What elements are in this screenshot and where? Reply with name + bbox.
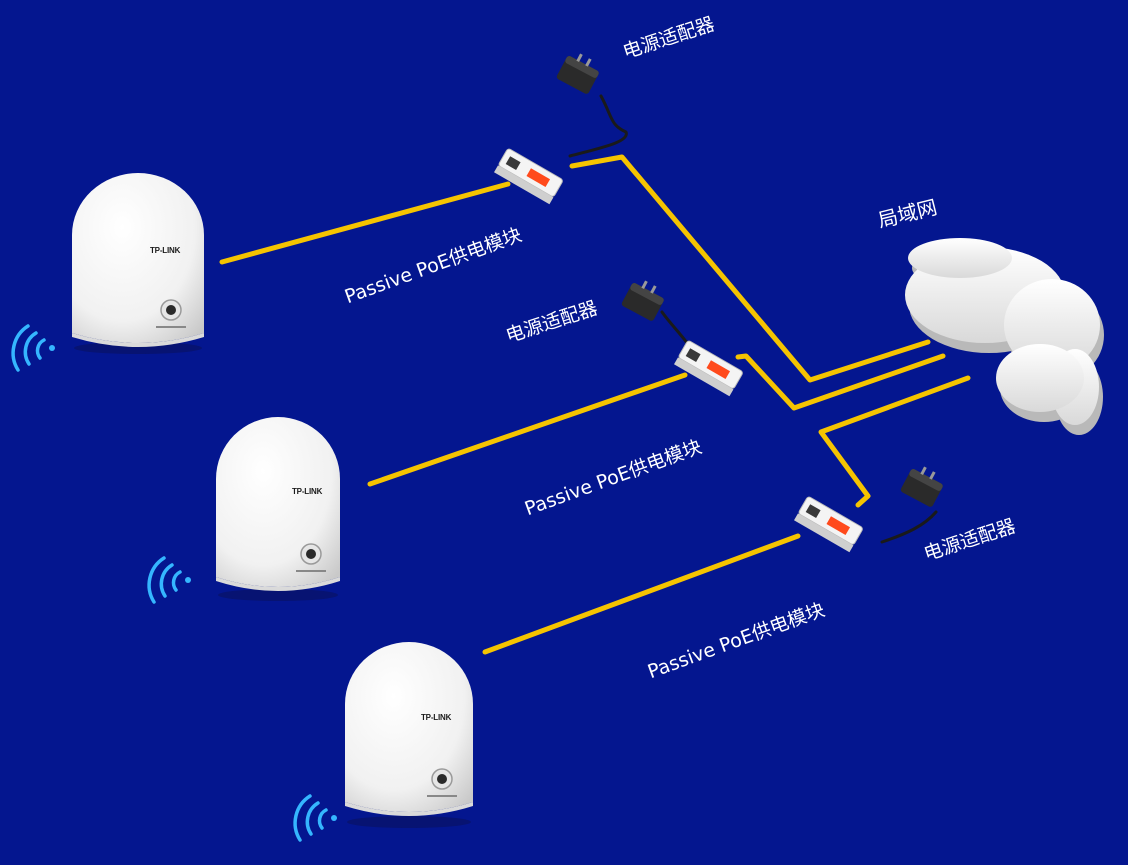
cable-ap2-to-injector2 [367,372,688,487]
cable-injector1-to-lan [569,154,931,383]
wifi-signal-icon-2 [147,556,191,604]
poe-injector-icon-3 [794,496,863,553]
power-adapter-icon-2 [621,280,664,321]
power-cord-1 [568,94,628,158]
power-adapter-icon-3 [900,466,943,507]
poe-injector-icon-2 [674,340,743,397]
power-adapter-icon-1 [556,53,599,94]
cable-ap3-to-injector3 [482,533,801,655]
power-cord-3 [880,510,938,544]
network-cables [219,154,971,655]
dome-access-point-icon-2 [216,417,340,601]
brand-logo-1: TP-LINK [150,246,181,255]
cable-ap1-to-injector1 [219,181,511,265]
poe-injector-icon-1 [493,148,563,205]
cable-injector2-to-lan [735,353,946,411]
wifi-signal-icon-1 [11,324,55,372]
dome-access-point-icon-1 [72,173,204,354]
cable-injector3-to-lan [818,375,971,508]
brand-logo-2: TP-LINK [292,487,323,496]
wifi-signal-icon-3 [293,794,337,842]
brand-logo-3: TP-LINK [421,713,452,722]
cloud-icon [905,238,1104,435]
dome-access-point-icon-3 [345,642,473,828]
